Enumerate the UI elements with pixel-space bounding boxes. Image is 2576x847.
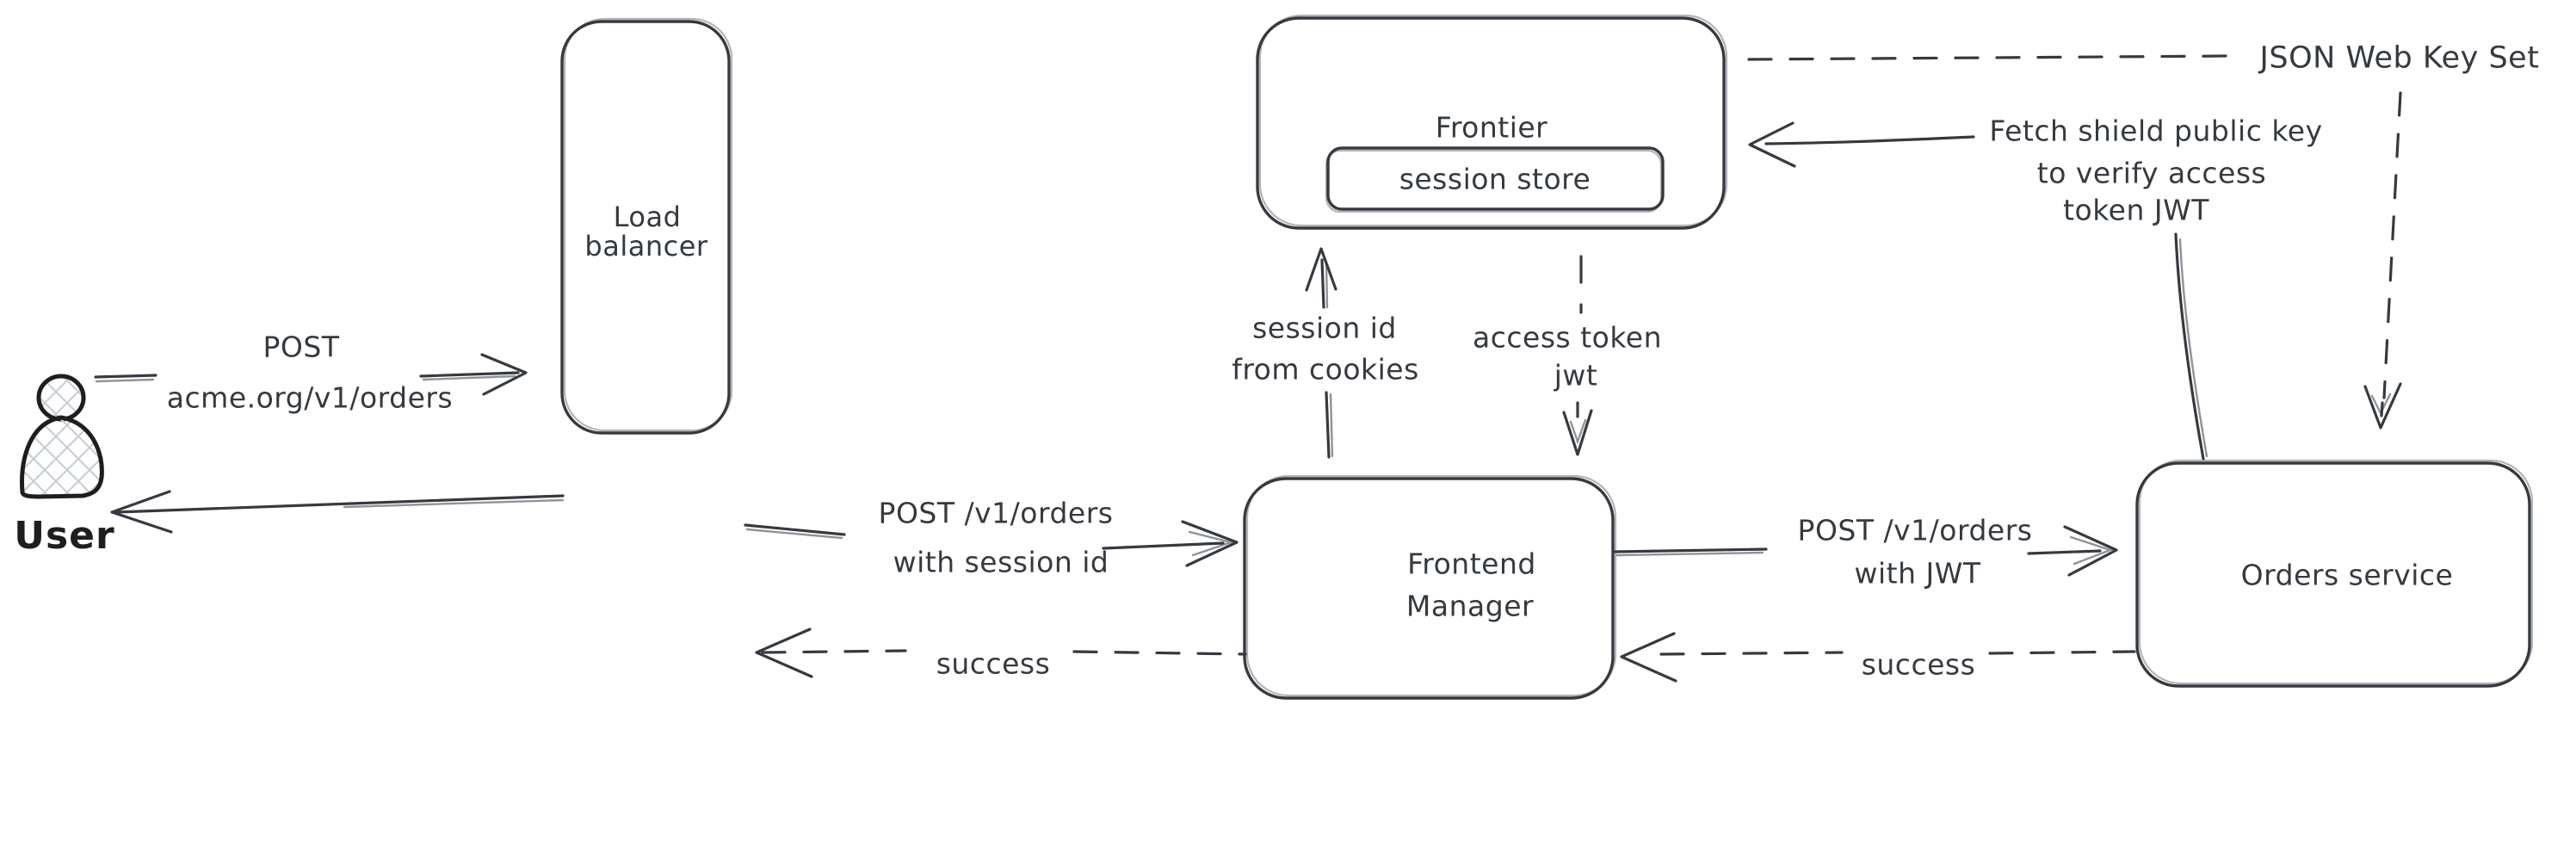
arrow-orders-service-to-frontend-manager-success xyxy=(1620,632,2136,683)
arrow-head-down-icon xyxy=(1562,409,1593,456)
edge-label-post-session-line2: with session id xyxy=(893,545,1109,579)
person-head-shape xyxy=(36,374,86,422)
edge-label-fetch-key-line2: to verify access xyxy=(2036,156,2267,190)
session-store-box xyxy=(1325,146,1665,213)
edge-label-fetch-key-line1: Fetch shield public key xyxy=(1989,114,2323,148)
arrow-head-left-icon xyxy=(1748,121,1796,168)
arrow-orders-service-to-frontier-fetch-key xyxy=(1748,121,2208,461)
label-load-balancer-line2: balancer xyxy=(584,230,708,263)
arrow-head-right-icon xyxy=(1181,520,1239,567)
edge-label-post-jwt-line2: with JWT xyxy=(1854,556,1981,590)
user-icon xyxy=(20,374,104,499)
edge-label-session-id-line1: session id xyxy=(1252,311,1397,345)
label-load-balancer-line1: Load xyxy=(613,201,682,233)
arrow-head-up-icon xyxy=(1305,247,1337,292)
arrow-load-balancer-to-frontend-manager xyxy=(744,520,1239,567)
label-orders-service: Orders service xyxy=(2240,558,2454,592)
edge-label-fetch-key-line3: token JWT xyxy=(2063,193,2209,227)
arrow-load-balancer-to-user xyxy=(110,490,565,534)
arrow-head-left-icon xyxy=(1620,632,1677,683)
label-jwks: JSON Web Key Set xyxy=(2259,40,2540,76)
arrow-head-left-icon xyxy=(110,490,173,534)
arrow-head-right-icon xyxy=(480,353,528,396)
label-frontend-manager-line2: Manager xyxy=(1405,589,1535,623)
arrow-frontier-to-frontend-manager-access-token xyxy=(1562,255,1593,456)
arrow-frontend-manager-to-load-balancer-success xyxy=(755,628,1247,678)
label-frontier: Frontier xyxy=(1435,110,1548,145)
arrow-head-down-icon xyxy=(2363,382,2402,430)
edge-label-access-token-line1: access token xyxy=(1473,320,1662,355)
arrow-user-to-load-balancer xyxy=(94,353,528,396)
edge-label-post-session-line1: POST /v1/orders xyxy=(878,496,1114,530)
edge-label-access-token-line2: jwt xyxy=(1554,358,1598,393)
arrow-frontend-manager-to-frontier-session-id xyxy=(1305,247,1337,459)
arrow-head-right-icon xyxy=(2063,525,2118,577)
edge-label-post-acme-line1: POST xyxy=(263,330,340,364)
label-user: User xyxy=(14,514,115,558)
line-frontier-to-jwks xyxy=(1747,54,2231,61)
person-body-shape xyxy=(20,415,104,499)
frontier-box xyxy=(1256,14,1728,230)
load-balancer-box xyxy=(560,17,733,435)
orders-service-box xyxy=(2135,459,2534,688)
edge-label-success-to-frontend-manager: success xyxy=(1861,647,1976,682)
edge-label-session-id-line2: from cookies xyxy=(1232,352,1419,386)
arrow-frontend-manager-to-orders-service xyxy=(1614,525,2118,577)
frontend-manager-box xyxy=(1243,474,1617,700)
arrow-jwks-to-orders-service xyxy=(2363,91,2402,430)
label-session-store: session store xyxy=(1399,162,1591,196)
edge-label-post-jwt-line1: POST /v1/orders xyxy=(1797,513,2033,547)
arrow-head-left-icon xyxy=(755,628,813,678)
label-frontend-manager-line1: Frontend xyxy=(1407,547,1536,581)
edge-label-success-to-load-balancer: success xyxy=(936,646,1051,681)
edge-label-post-acme-line2: acme.org/v1/orders xyxy=(166,380,454,415)
